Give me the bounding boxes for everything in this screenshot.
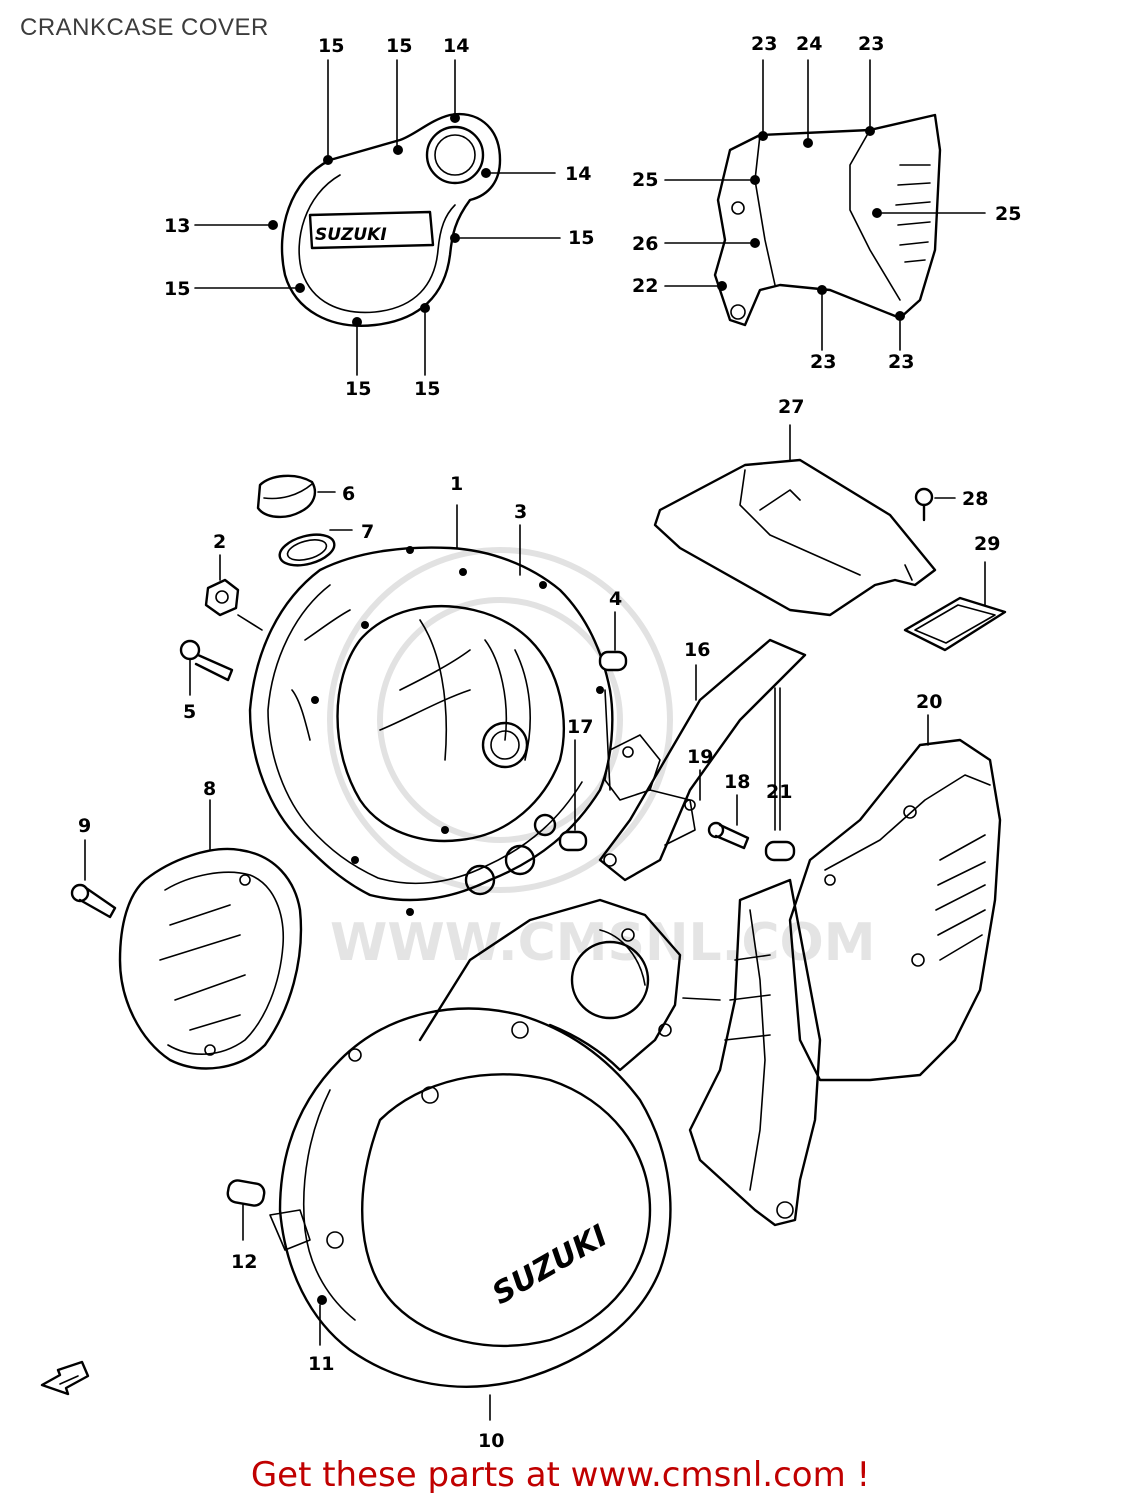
sprocket-cover	[713, 113, 942, 327]
label-1: 1	[450, 473, 463, 495]
label-25: 25	[995, 203, 1021, 225]
gasket-29	[903, 561, 1007, 652]
label-23: 23	[810, 351, 836, 373]
label-22: 22	[632, 275, 658, 297]
generator-cover-10: SUZUKI	[269, 898, 682, 1421]
plate-19	[688, 878, 822, 1227]
part-labels: 15 15 14 14 15 13 15 15 15 23 24 23 25 2…	[78, 33, 1021, 1452]
label-2: 2	[213, 531, 226, 553]
label-26: 26	[632, 233, 658, 255]
small-parts-left	[179, 474, 353, 696]
label-7: 7	[361, 521, 374, 543]
label-18: 18	[724, 771, 750, 793]
label-27: 27	[778, 396, 804, 418]
small-generator-cover: SUZUKI	[268, 112, 502, 327]
direction-arrow-icon	[40, 1360, 90, 1396]
label-17: 17	[567, 716, 593, 738]
bolt-11-dowel-12	[226, 1179, 321, 1346]
label-16: 16	[684, 639, 710, 661]
label-13: 13	[164, 215, 190, 237]
label-15: 15	[386, 35, 412, 57]
diagram-title: CRANKCASE COVER	[20, 14, 269, 41]
label-28: 28	[962, 488, 988, 510]
bracket-16	[598, 638, 807, 882]
label-19: 19	[687, 746, 713, 768]
label-6: 6	[342, 483, 355, 505]
brand-mark-large: SUZUKI	[487, 1218, 614, 1312]
label-15: 15	[345, 378, 371, 400]
leaders-top-right	[664, 59, 986, 351]
label-23: 23	[751, 33, 777, 55]
label-3: 3	[514, 501, 527, 523]
label-29: 29	[974, 533, 1000, 555]
label-23: 23	[858, 33, 884, 55]
bolt-18-spacer-21	[707, 794, 796, 862]
side-cover-20	[682, 714, 1002, 1082]
top-plate-cover	[653, 424, 937, 617]
label-21: 21	[766, 781, 792, 803]
label-15: 15	[318, 35, 344, 57]
label-8: 8	[203, 778, 216, 800]
label-9: 9	[78, 815, 91, 837]
leaders-top-left	[194, 59, 561, 376]
label-10: 10	[478, 1430, 504, 1452]
label-23: 23	[888, 351, 914, 373]
bolt-9	[70, 839, 117, 919]
bolt-28	[914, 487, 956, 522]
label-14: 14	[565, 163, 591, 185]
label-25: 25	[632, 169, 658, 191]
label-24: 24	[796, 33, 822, 55]
label-4: 4	[609, 588, 622, 610]
cover-8	[118, 799, 303, 1070]
label-15: 15	[414, 378, 440, 400]
label-15: 15	[568, 227, 594, 249]
label-14: 14	[443, 35, 469, 57]
label-5: 5	[183, 701, 196, 723]
label-15: 15	[164, 278, 190, 300]
label-12: 12	[231, 1251, 257, 1273]
dowels	[558, 611, 628, 852]
label-11: 11	[308, 1353, 334, 1375]
brand-mark-small: SUZUKI	[315, 225, 387, 245]
label-20: 20	[916, 691, 942, 713]
footer-link-text[interactable]: Get these parts at www.cmsnl.com !	[250, 1455, 871, 1495]
crankcase-cover-main	[248, 504, 614, 916]
watermark: WWW.CMSNL.COM	[327, 547, 875, 973]
